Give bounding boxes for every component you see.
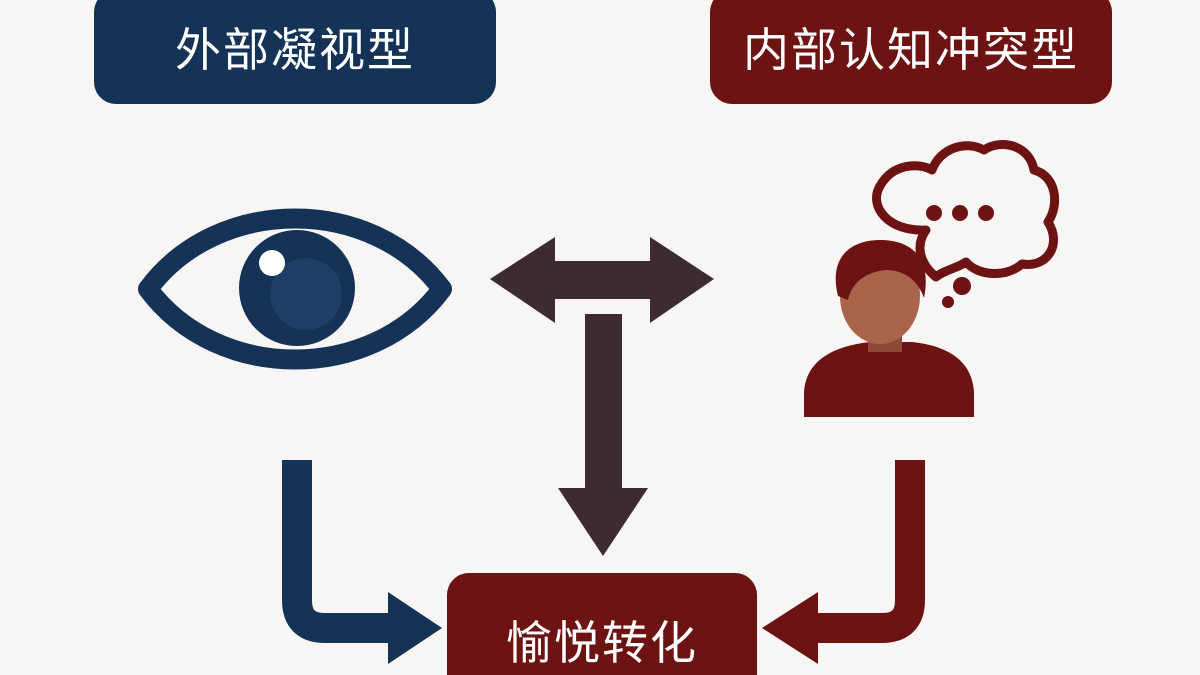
pleasure-transformation-label: 愉悦转化: [447, 573, 757, 675]
internal-conflict-text: 内部认知冲突型: [743, 23, 1079, 77]
horizontal-double-arrow: [490, 237, 714, 323]
external-gaze-text: 外部凝视型: [175, 23, 415, 77]
external-gaze-label: 外部凝视型: [94, 0, 496, 104]
internal-conflict-label: 内部认知冲突型: [710, 0, 1112, 104]
right-curved-arrow: [762, 460, 925, 664]
pleasure-transformation-text: 愉悦转化: [506, 616, 698, 670]
left-curved-arrow: [282, 460, 442, 664]
eye-icon: [138, 208, 452, 370]
person-thinking-icon: [804, 140, 1060, 417]
vertical-down-arrow: [558, 314, 648, 556]
